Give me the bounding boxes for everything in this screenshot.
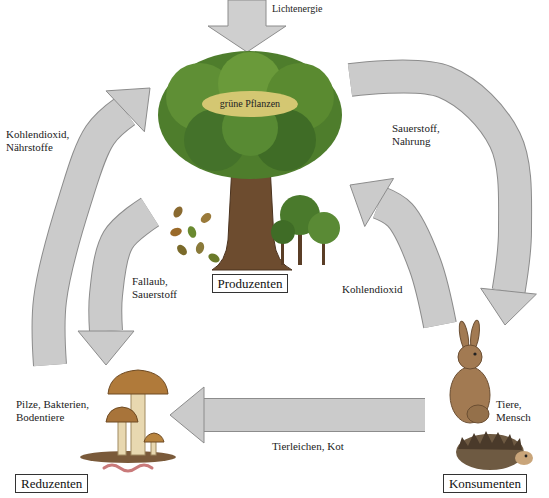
arrow-outline <box>49 111 126 365</box>
label-holder: Lichtenergie <box>272 3 352 15</box>
hedgehog-eye <box>525 455 528 458</box>
label-holder: Fallaub, Sauerstoff <box>132 275 196 301</box>
arrow-outline <box>204 398 425 432</box>
label-holder: Kohlendioxid, Nährstoffe <box>6 128 78 154</box>
mushroom-stem <box>151 441 156 455</box>
mushroom-stem <box>131 392 145 455</box>
hare-head <box>458 345 482 369</box>
arrow-head <box>170 387 204 443</box>
hedgehog <box>456 431 533 470</box>
flow-arrow <box>170 387 425 443</box>
hare <box>450 320 490 423</box>
leaf <box>186 225 198 239</box>
group-name-box: Produzenten <box>212 274 289 293</box>
arrow-outline <box>379 202 440 325</box>
mushrooms <box>80 370 176 471</box>
mushroom-cap <box>144 433 164 442</box>
group-name-box: Reduzenten <box>15 474 88 493</box>
arrow-band <box>49 111 126 365</box>
flow-arrow <box>350 178 440 325</box>
caption-label: grüne Pflanzen <box>205 98 295 110</box>
arrow-head <box>350 178 394 226</box>
leaf <box>207 252 221 265</box>
hare-leg <box>467 405 489 423</box>
falling-leaves <box>169 205 221 265</box>
flow-label: Kohlendioxid <box>342 283 408 296</box>
caption-label: Tiere, Mensch <box>496 398 544 424</box>
label-holder: grüne Pflanzen <box>205 98 295 110</box>
arrow-band <box>379 202 440 325</box>
label-holder: Pilze, Bakterien, Bodentiere <box>16 398 102 424</box>
small-crown <box>271 220 295 244</box>
mushroom-cap <box>106 407 138 422</box>
group-node: Produzenten <box>150 45 350 293</box>
arrow-head <box>78 331 134 365</box>
tree-trunk <box>212 165 292 270</box>
group-node: Reduzenten <box>10 365 170 493</box>
hedgehog-spikes <box>458 431 522 450</box>
arrow-outline <box>105 212 150 331</box>
hare-body <box>450 367 490 423</box>
tree <box>158 51 342 270</box>
leaf <box>172 205 185 219</box>
soil <box>80 451 176 463</box>
flow-label: Sauerstoff, Nahrung <box>392 122 464 148</box>
arrow-head <box>106 88 150 132</box>
arrow-head <box>481 288 537 325</box>
group-node: Konsumenten <box>425 325 545 493</box>
crown-light <box>202 91 298 117</box>
tree-crown <box>158 51 342 179</box>
leaf <box>175 243 189 257</box>
group-name-box: Konsumenten <box>443 474 527 493</box>
small-trees <box>271 195 340 265</box>
flow-label: Kohlendioxid, Nährstoffe <box>6 128 78 154</box>
hare-eye <box>473 352 476 355</box>
arrow-band <box>204 399 425 431</box>
label-holder: Kohlendioxid <box>342 283 408 296</box>
caption-label: Lichtenergie <box>272 3 352 15</box>
small-crown <box>308 212 340 244</box>
mushroom-cap <box>108 370 168 394</box>
hedgehog-face <box>515 451 533 465</box>
flow-label: Tierleichen, Kot <box>272 440 392 453</box>
worm <box>104 465 152 471</box>
arrow-band <box>105 212 150 331</box>
leaf <box>169 226 183 238</box>
leaf <box>195 241 206 255</box>
mushroom-stem <box>118 420 126 455</box>
flow-label: Fallaub, Sauerstoff <box>132 275 196 301</box>
label-holder: Sauerstoff, Nahrung <box>392 122 464 148</box>
label-holder: Tiere, Mensch <box>496 398 544 424</box>
label-holder: Tierleichen, Kot <box>272 440 392 453</box>
leaf <box>199 211 213 225</box>
caption-label: Pilze, Bakterien, Bodentiere <box>16 398 102 424</box>
